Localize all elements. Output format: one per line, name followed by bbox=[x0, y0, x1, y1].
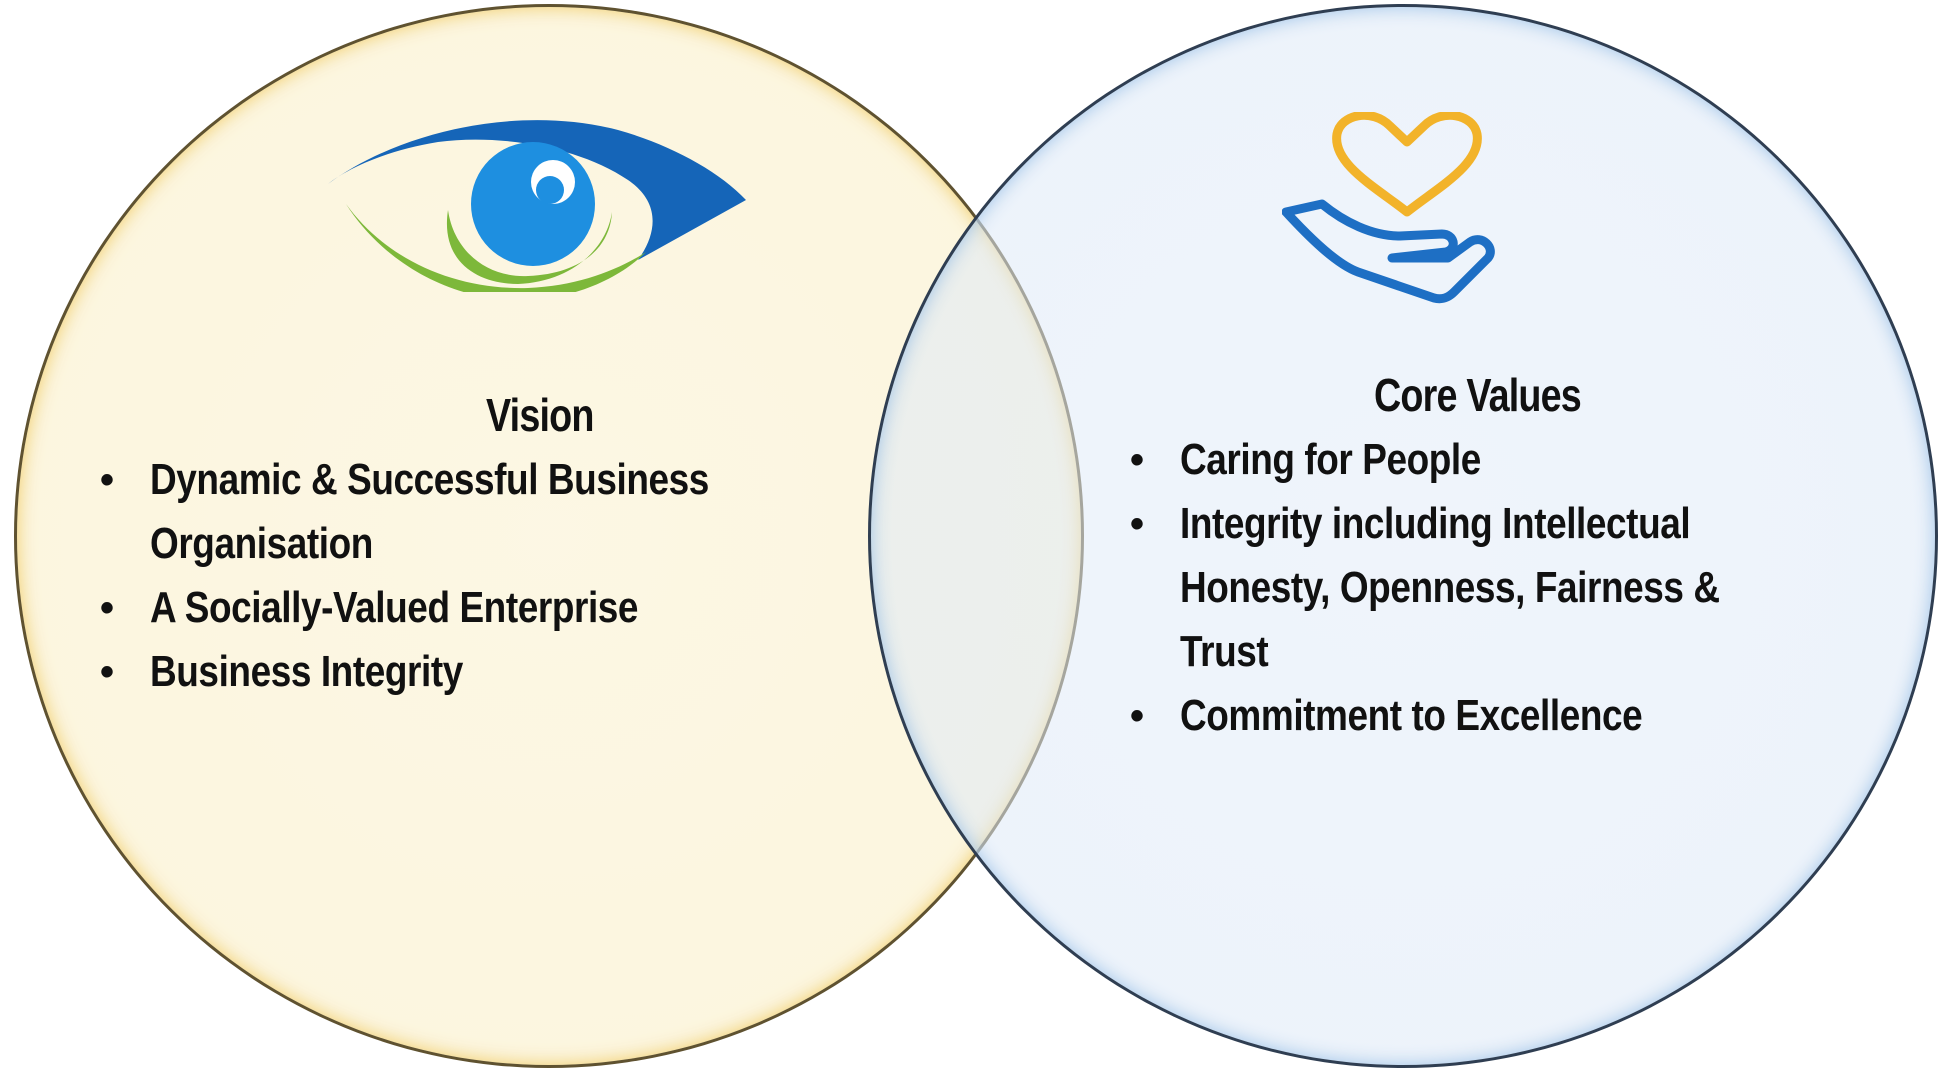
vision-heading: Vision bbox=[486, 389, 594, 441]
list-item: • Commitment to Excellence bbox=[1130, 684, 1890, 748]
bullet-icon: • bbox=[100, 650, 114, 694]
list-item: • Caring for People bbox=[1130, 428, 1890, 492]
list-item: • A Socially-Valued Enterprise bbox=[100, 576, 840, 640]
core-values-circle bbox=[868, 4, 1938, 1068]
list-item: • Business Integrity bbox=[100, 640, 840, 704]
bullet-icon: • bbox=[1130, 438, 1144, 482]
eye-icon bbox=[328, 120, 746, 292]
bullet-icon: • bbox=[1130, 694, 1144, 738]
bullet-icon: • bbox=[100, 586, 114, 630]
core-values-list: • Caring for People • Integrity includin… bbox=[1130, 428, 1890, 748]
bullet-icon: • bbox=[100, 458, 114, 502]
heart-in-hand-icon bbox=[1282, 112, 1495, 304]
core-values-heading: Core Values bbox=[1374, 369, 1582, 421]
bullet-icon: • bbox=[1130, 502, 1144, 546]
